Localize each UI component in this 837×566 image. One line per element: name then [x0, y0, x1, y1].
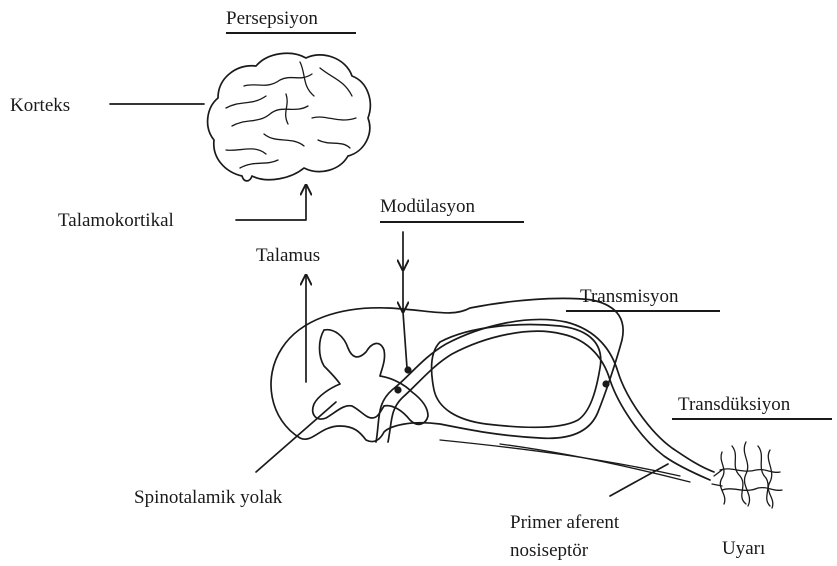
label-korteks: Korteks	[10, 95, 70, 116]
label-talamokortikal: Talamokortikal	[58, 210, 174, 231]
synapse-dot-2	[394, 386, 401, 393]
brain-icon	[208, 53, 371, 181]
label-talamus: Talamus	[256, 245, 320, 266]
label-primer-aferent-2: nosiseptör	[510, 540, 589, 561]
modulation-line	[403, 312, 407, 368]
stimulus-receptor-icon	[712, 442, 782, 508]
label-spinotalamik: Spinotalamik yolak	[134, 487, 283, 508]
spinal-cord-outline	[271, 298, 623, 441]
central-region	[432, 325, 601, 428]
label-transmisyon: Transmisyon	[580, 286, 679, 307]
label-modulasyon: Modülasyon	[380, 196, 476, 217]
spinal-cord	[271, 298, 623, 441]
synapse-dot-1	[404, 366, 411, 373]
label-primer-aferent-1: Primer aferent	[510, 512, 620, 533]
gray-matter	[313, 330, 428, 425]
primer-aferent-leader-line	[610, 464, 668, 496]
label-transduksiyon: Transdüksiyon	[678, 394, 791, 415]
label-uyari: Uyarı	[722, 538, 765, 559]
synapse-dot-3	[602, 380, 609, 387]
afferent-nerve-fiber	[376, 319, 714, 482]
talamokortikal-arrow	[236, 185, 306, 220]
label-persepsiyon: Persepsiyon	[226, 8, 318, 29]
spinotalamik-leader-line	[256, 402, 336, 472]
